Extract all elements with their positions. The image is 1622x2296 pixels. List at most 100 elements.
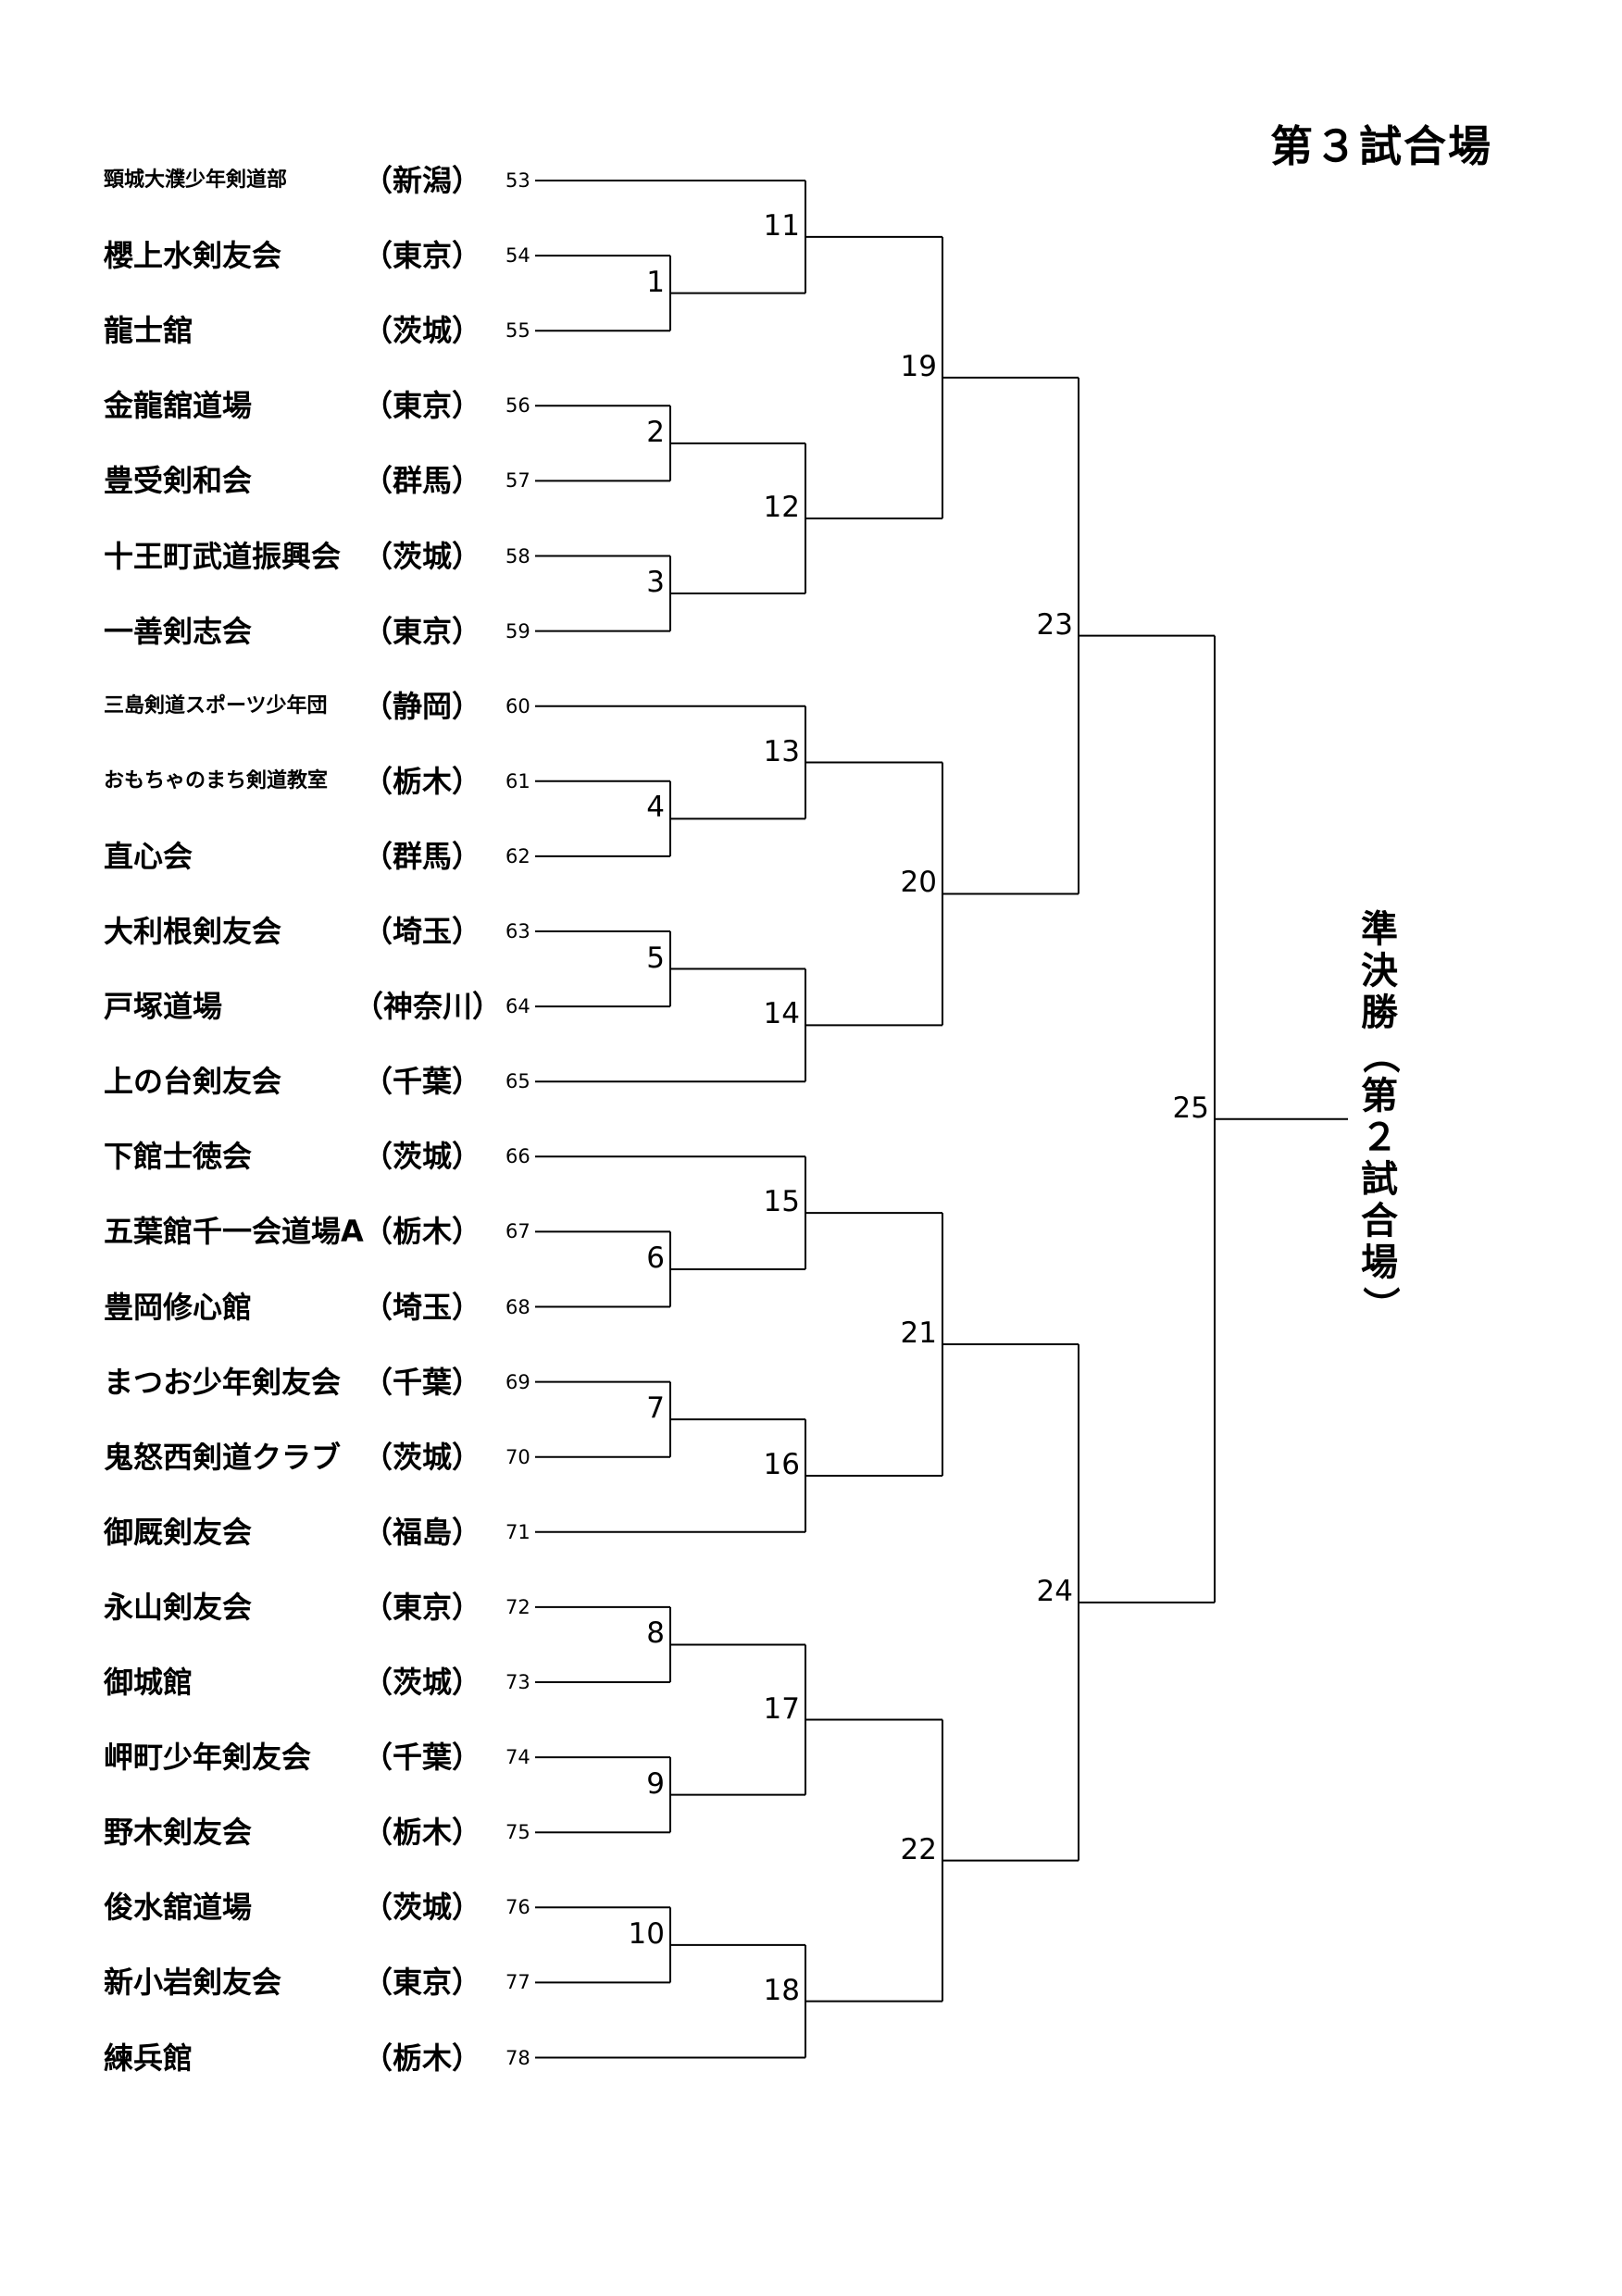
final-label-char: （	[1358, 1036, 1402, 1074]
match-number: 12	[763, 490, 800, 524]
team-prefecture: （新潟）	[363, 163, 482, 198]
team-name: 戸塚道場	[104, 989, 223, 1025]
team-prefecture: （茨城）	[363, 313, 482, 349]
team-seed-number: 72	[505, 1595, 530, 1618]
match-number: 1	[646, 265, 665, 299]
team-prefecture: （群馬）	[363, 838, 482, 874]
team-name: 野木剣友会	[104, 1815, 253, 1851]
team-name: 三島剣道スポーツ少年団	[104, 693, 328, 718]
team-seed-number: 60	[505, 694, 530, 718]
team-name: 岬町少年剣友会	[104, 1740, 312, 1776]
team-prefecture: （栃木）	[363, 1815, 482, 1851]
team-seed-number: 66	[505, 1145, 530, 1168]
match-number: 11	[763, 208, 800, 243]
team-name: 御城館	[104, 1665, 193, 1700]
team-prefecture: （千葉）	[363, 1740, 482, 1776]
match-number: 24	[1036, 1574, 1073, 1608]
team-prefecture: （神奈川）	[354, 989, 503, 1025]
team-prefecture: （茨城）	[363, 1665, 482, 1700]
match-number: 9	[646, 1766, 665, 1801]
team-name: 俊水舘道場	[104, 1890, 253, 1926]
team-prefecture: （千葉）	[363, 1364, 482, 1400]
team-name: 練兵館	[104, 2040, 193, 2076]
team-prefecture: （福島）	[363, 1514, 482, 1550]
team-name: 龍士舘	[104, 313, 193, 349]
team-name: 下館士徳会	[104, 1139, 253, 1175]
team-name: 豊岡修心館	[104, 1289, 253, 1325]
final-label-char: ）	[1358, 1286, 1402, 1324]
final-label-char: ２	[1361, 1117, 1398, 1159]
team-prefecture: （東京）	[363, 1589, 482, 1625]
team-seed-number: 77	[505, 1971, 530, 1994]
team-name: まつお少年剣友会	[104, 1364, 342, 1400]
team-prefecture: （東京）	[363, 1965, 482, 2001]
team-name: 金龍舘道場	[104, 388, 253, 424]
team-prefecture: （茨城）	[363, 538, 482, 574]
team-name: 御厩剣友会	[104, 1514, 253, 1550]
team-name: 五葉館千一会道場A	[104, 1214, 364, 1250]
team-seed-number: 59	[505, 619, 530, 643]
match-number: 2	[646, 415, 665, 449]
final-label-char: 勝	[1361, 992, 1398, 1034]
match-number: 3	[646, 566, 665, 600]
team-seed-number: 71	[505, 1520, 530, 1543]
team-prefecture: （東京）	[363, 238, 482, 274]
team-seed-number: 56	[505, 394, 530, 418]
team-prefecture: （栃木）	[363, 1214, 482, 1250]
team-seed-number: 57	[505, 469, 530, 493]
team-name: 櫻上水剣友会	[104, 238, 282, 274]
match-number: 20	[900, 866, 937, 900]
match-number: 5	[646, 941, 665, 975]
final-label-char: 試	[1361, 1158, 1398, 1201]
team-prefecture: （千葉）	[363, 1064, 482, 1100]
team-prefecture: （群馬）	[363, 463, 482, 499]
match-number: 7	[646, 1391, 665, 1426]
match-number: 6	[646, 1241, 665, 1275]
team-seed-number: 61	[505, 769, 530, 792]
team-seed-number: 58	[505, 544, 530, 568]
final-label-char: 第	[1361, 1075, 1398, 1117]
team-seed-number: 65	[505, 1070, 530, 1093]
match-number: 10	[628, 1916, 665, 1951]
team-prefecture: （静岡）	[363, 688, 482, 724]
team-seed-number: 70	[505, 1445, 530, 1468]
team-name: 上の台剣友会	[104, 1064, 282, 1100]
team-name: 鬼怒西剣道クラブ	[104, 1439, 342, 1475]
match-number: 8	[646, 1616, 665, 1651]
final-label-char: 準	[1361, 908, 1398, 951]
team-prefecture: （栃木）	[363, 763, 482, 799]
team-seed-number: 69	[505, 1370, 530, 1393]
team-seed-number: 75	[505, 1821, 530, 1844]
team-seed-number: 76	[505, 1896, 530, 1919]
team-seed-number: 74	[505, 1746, 530, 1769]
team-prefecture: （茨城）	[363, 1890, 482, 1926]
team-prefecture: （東京）	[363, 388, 482, 424]
team-seed-number: 73	[505, 1671, 530, 1693]
team-prefecture: （埼玉）	[363, 914, 482, 949]
match-number: 16	[763, 1447, 800, 1481]
team-name: 大利根剣友会	[104, 914, 282, 949]
team-prefecture: （埼玉）	[363, 1289, 482, 1325]
team-name: 新小岩剣友会	[104, 1965, 282, 2001]
team-name: 豊受剣和会	[104, 463, 253, 499]
team-seed-number: 78	[505, 2046, 530, 2069]
match-number: 4	[646, 791, 665, 825]
team-name: おもちゃのまち剣道教室	[104, 768, 329, 792]
match-number: 23	[1036, 607, 1073, 642]
venue-title: 第３試合場	[1270, 121, 1492, 171]
team-seed-number: 62	[505, 844, 530, 867]
match-number: 25	[1172, 1091, 1209, 1125]
match-number: 22	[900, 1832, 937, 1866]
match-number: 15	[763, 1185, 800, 1219]
match-number: 19	[900, 349, 937, 383]
match-number: 21	[900, 1316, 937, 1351]
team-name: 一善剣志会	[104, 613, 253, 649]
match-number: 17	[763, 1691, 800, 1726]
team-seed-number: 54	[505, 244, 530, 268]
team-prefecture: （栃木）	[363, 2040, 482, 2076]
team-seed-number: 55	[505, 319, 530, 343]
team-name: 直心会	[104, 838, 193, 874]
